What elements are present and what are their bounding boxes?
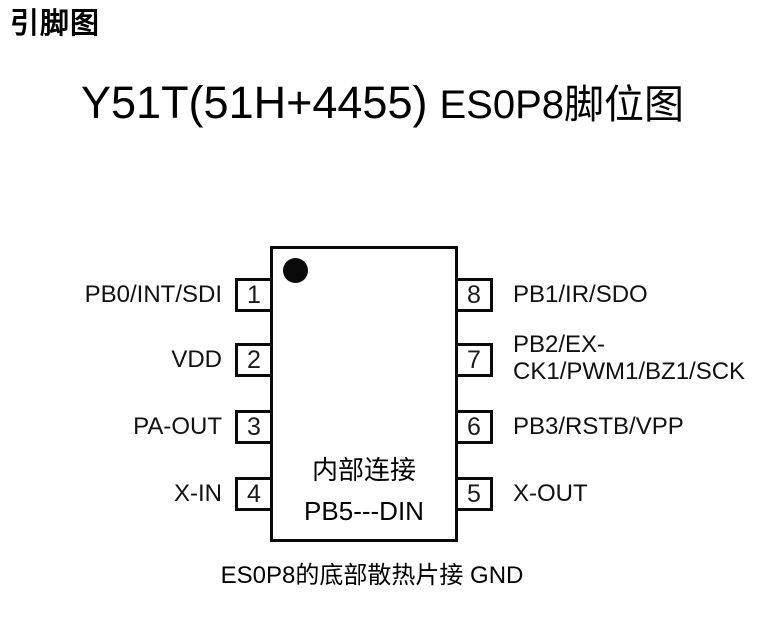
pin-number: 7: [467, 345, 481, 374]
pin-label-5: X-OUT: [513, 480, 588, 507]
pin-label-2: VDD: [171, 346, 222, 373]
pin-number: 3: [247, 412, 261, 441]
pin-number: 4: [247, 479, 261, 508]
pin-number: 2: [247, 345, 261, 374]
pin-label-7: PB2/EX- CK1/PWM1/BZ1/SCK: [513, 331, 746, 385]
section-heading: 引脚图: [10, 8, 101, 40]
pin-box-7: 7: [455, 343, 493, 377]
pin-label-8: PB1/IR/SDO: [513, 281, 648, 308]
pin-box-8: 8: [455, 278, 493, 312]
pin-box-5: 5: [455, 477, 493, 511]
pin1-indicator-dot: [283, 258, 308, 283]
pin-box-3: 3: [235, 410, 273, 444]
pin-number: 8: [467, 280, 481, 309]
pin-box-1: 1: [235, 278, 273, 312]
pin-box-2: 2: [235, 343, 273, 377]
pin-number: 6: [467, 412, 481, 441]
pin-label-1: PB0/INT/SDI: [84, 281, 222, 308]
pin-box-4: 4: [235, 477, 273, 511]
diagram-title-model: Y51T(51H+4455): [81, 77, 428, 128]
chip-body: 内部连接 PB5---DIN: [270, 246, 458, 542]
pin-label-3: PA-OUT: [133, 413, 222, 440]
pin-number: 5: [467, 479, 481, 508]
thermal-pad-caption: ES0P8的底部散热片接 GND: [220, 562, 524, 589]
chip-internal-connection-label: 内部连接: [311, 455, 416, 485]
diagram-title: Y51T(51H+4455)ES0P8脚位图: [0, 72, 765, 130]
chip-internal-connection-detail: PB5---DIN: [304, 496, 424, 526]
pin-label-6: PB3/RSTB/VPP: [513, 413, 684, 440]
pin-box-6: 6: [455, 410, 493, 444]
diagram-title-package: ES0P8脚位图: [439, 83, 684, 127]
pin-label-4: X-IN: [174, 480, 222, 507]
pin-number: 1: [247, 280, 261, 309]
